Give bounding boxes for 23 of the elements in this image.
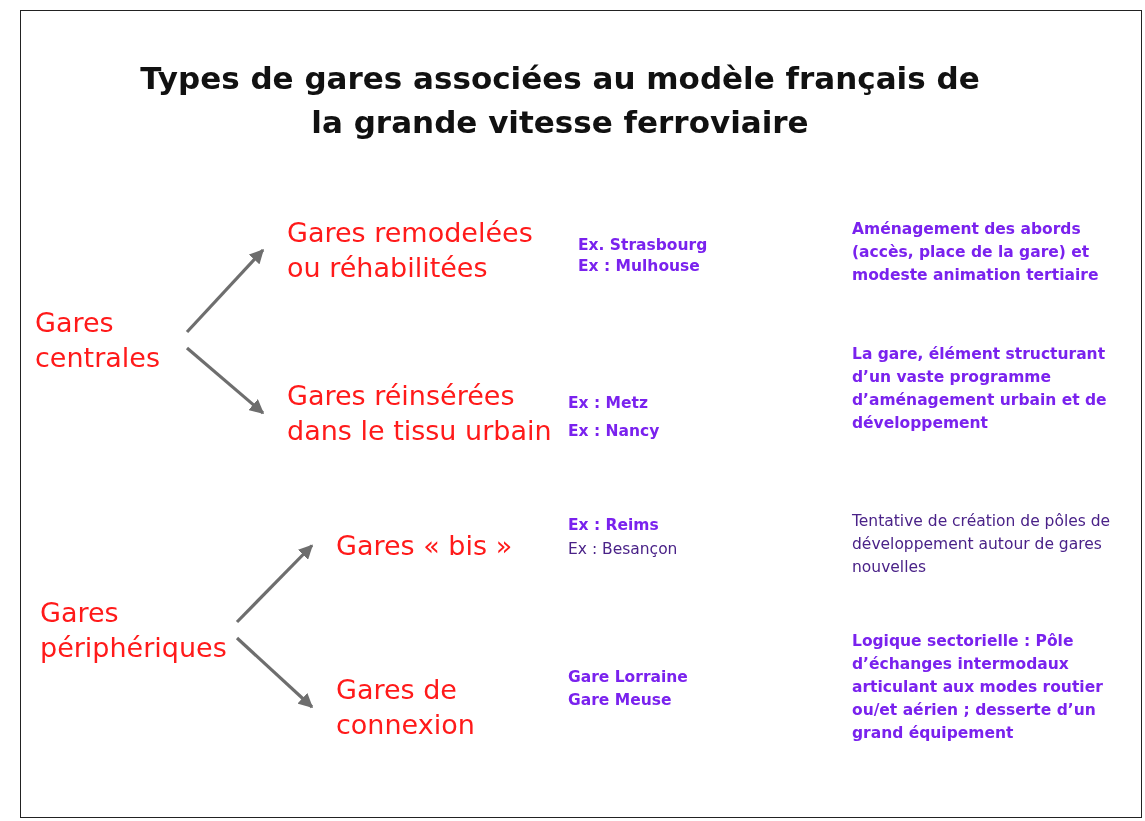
example-text: Gare Lorraine bbox=[568, 667, 689, 688]
arrow bbox=[235, 636, 314, 709]
station-type-label: Gares périphériques bbox=[40, 596, 228, 665]
description-text: Aménagement des abords (accès, place de la gare) et modeste animation tertiaire bbox=[852, 219, 1100, 286]
station-type-label: Gares de connexion bbox=[336, 673, 476, 742]
example-text: Ex : Nancy bbox=[568, 421, 661, 442]
example-text: Gare Meuse bbox=[568, 690, 673, 711]
arrow bbox=[185, 248, 265, 334]
example-text: Ex : Reims bbox=[568, 515, 660, 536]
station-type-label: Gares centrales bbox=[35, 306, 161, 375]
station-type-label: Gares « bis » bbox=[336, 529, 514, 563]
arrow bbox=[185, 346, 265, 415]
description-text: Logique sectorielle : Pôle d’échanges intermodaux articulant aux modes routier ou/et aérien ; desserte d’un grand équipement bbox=[852, 631, 1104, 744]
example-text: Ex : Mulhouse bbox=[578, 256, 701, 277]
example-text: Ex : Besançon bbox=[568, 539, 679, 560]
title: Types de gares associées au modèle français de la grande vitesse ferroviaire bbox=[139, 59, 981, 142]
station-type-label: Gares remodelées ou réhabilitées bbox=[287, 216, 534, 285]
station-type-label: Gares réinsérées dans le tissu urbain bbox=[287, 379, 553, 448]
example-text: Ex : Metz bbox=[568, 393, 649, 414]
arrow bbox=[235, 544, 314, 624]
example-text: Ex. Strasbourg bbox=[578, 235, 709, 256]
description-text: Tentative de création de pôles de développement autour de gares nouvelles bbox=[852, 511, 1112, 578]
description-text: La gare, élément structurant d’un vaste programme d’aménagement urbain et de développement bbox=[852, 344, 1108, 434]
